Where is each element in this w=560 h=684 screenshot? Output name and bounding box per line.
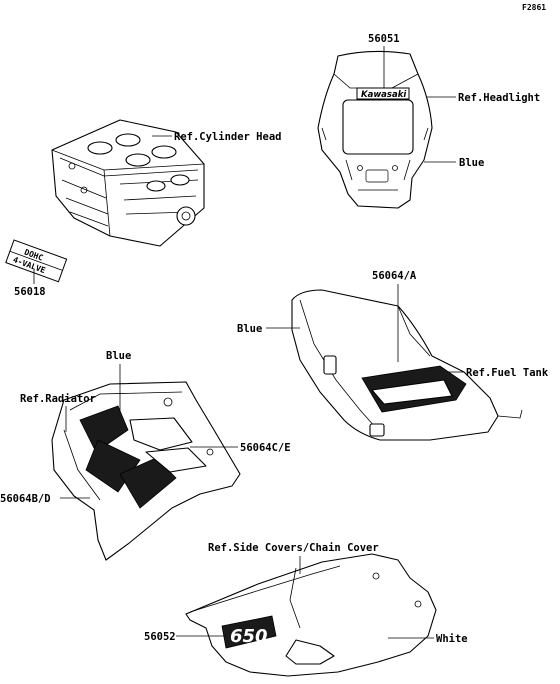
headlight-cowl xyxy=(317,50,433,209)
radiator-shroud xyxy=(51,381,241,561)
side-cover xyxy=(185,553,437,677)
label-white: White xyxy=(436,633,468,645)
label-ref-side-covers: Ref.Side Covers/Chain Cover xyxy=(208,542,379,554)
label-ref-radiator: Ref.Radiator xyxy=(20,393,96,405)
label-blue-tank: Blue xyxy=(237,323,262,335)
label-56064ce: 56064C/E xyxy=(240,442,291,454)
label-blue-headlight: Blue xyxy=(459,157,484,169)
model-decal-text: 650 xyxy=(230,626,268,647)
label-blue-shroud: Blue xyxy=(106,350,131,362)
label-56018: 56018 xyxy=(14,286,46,298)
label-56052: 56052 xyxy=(144,631,176,643)
label-ref-cylinder-head: Ref.Cylinder Head xyxy=(174,131,281,143)
kawasaki-decal: Kawasaki xyxy=(356,87,410,100)
cylinder-head xyxy=(51,119,205,247)
kawasaki-decal-text: Kawasaki xyxy=(361,90,407,100)
label-ref-fuel-tank: Ref.Fuel Tank xyxy=(466,367,549,379)
model-decal-650: 650 xyxy=(221,615,277,649)
label-ref-headlight: Ref.Headlight xyxy=(458,92,540,104)
label-56064a: 56064/A xyxy=(372,270,417,282)
label-56064bd: 56064B/D xyxy=(0,493,51,505)
dohc-decal: DOHC 4-VALVE xyxy=(5,239,68,283)
fuel-tank-cover xyxy=(291,289,523,441)
label-56051: 56051 xyxy=(368,33,400,45)
figure-code: F2861 xyxy=(522,3,546,12)
